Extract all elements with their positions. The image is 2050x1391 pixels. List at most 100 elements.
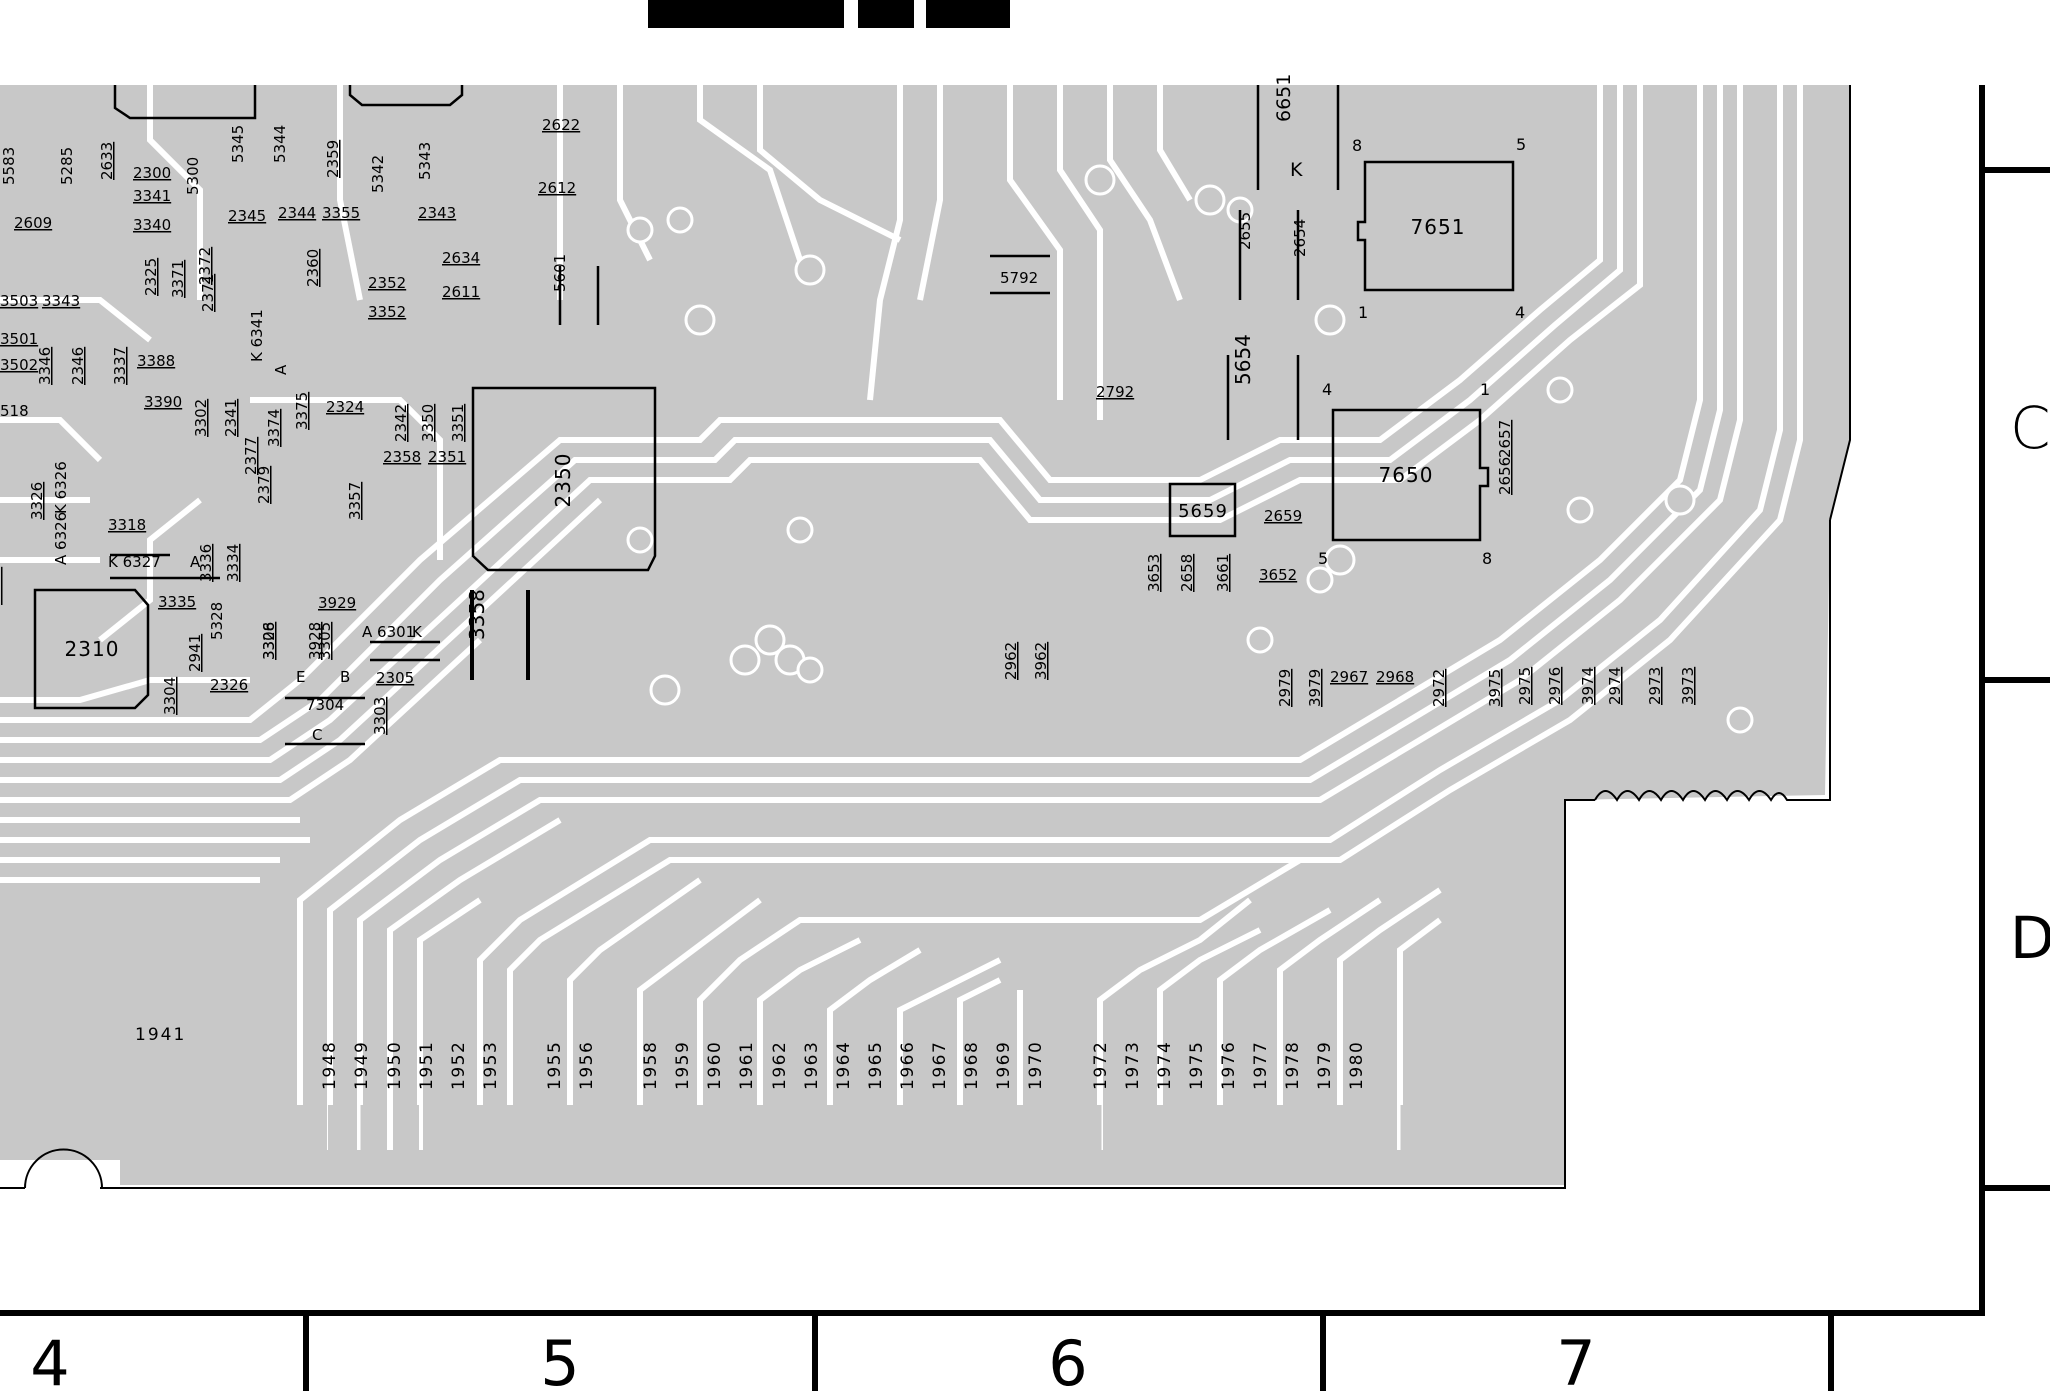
component-label: A 6326 (52, 512, 70, 565)
component-label: 2351 (428, 448, 466, 466)
component-label: 3355 (322, 204, 360, 222)
component-label: 5300 (184, 157, 202, 195)
ic-2310-outline (33, 588, 150, 710)
component-label: 5342 (369, 155, 387, 193)
ic-2350-label: 2350 (551, 453, 575, 508)
connector-pin-label: 1948 (320, 1041, 340, 1090)
component-label: 5343 (416, 142, 434, 180)
component-label: B (340, 668, 350, 686)
component-label: 3302 (192, 399, 210, 437)
connector-pin-label: 1962 (770, 1041, 790, 1090)
component-label: 2343 (418, 204, 456, 222)
ic-2310-label: 2310 (65, 637, 120, 661)
component-label: 3371 (169, 260, 187, 298)
connector-finger (848, 1105, 874, 1180)
connector-finger (133, 1105, 159, 1180)
component-label: 2326 (210, 676, 248, 694)
component-label: 3653 (1145, 554, 1163, 592)
column-label-4: 4 (30, 1327, 69, 1391)
component-label: 3305 (316, 622, 334, 660)
connector-finger (1108, 1105, 1134, 1180)
component-label: 2342 (392, 404, 410, 442)
component-label: 2973 (1646, 667, 1664, 705)
component-label: E (296, 668, 305, 686)
connector-pin-label: 1973 (1123, 1041, 1143, 1090)
component-label: 5345 (229, 125, 247, 163)
component-label: 3326 (28, 482, 46, 520)
ic-7650-pin-1: 1 (1480, 380, 1490, 399)
component-label: 3337 (111, 347, 129, 385)
component-label: 3390 (144, 393, 182, 411)
connector-finger (165, 1105, 192, 1180)
connector-pin-label: 1967 (930, 1041, 950, 1090)
connector-pin-label: 1977 (1251, 1041, 1271, 1090)
component-label: 5344 (271, 125, 289, 163)
connector-pin-label: 1964 (834, 1041, 854, 1090)
component-label: 2654 (1291, 219, 1309, 257)
component-label: 3502 (0, 356, 38, 374)
connector-finger (588, 1105, 614, 1180)
connector-finger (458, 1105, 484, 1180)
component-label: 5792 (1000, 269, 1038, 287)
column-label-7: 7 (1556, 1327, 1595, 1391)
connector-finger (295, 1105, 322, 1180)
ic-2350-outline (471, 386, 657, 572)
component-label: C (312, 726, 322, 744)
connector-finger (490, 1105, 517, 1180)
component-label: 3973 (1679, 667, 1697, 705)
connector-finger (1270, 1105, 1297, 1180)
component-label: 2371 (199, 274, 217, 312)
connector-finger (328, 1105, 354, 1180)
component-label: 2300 (133, 164, 171, 182)
row-label-c: C (2010, 394, 2050, 462)
row-label-d: D (2010, 904, 2050, 972)
board-outline (0, 85, 1851, 1189)
component-label: 3351 (449, 404, 467, 442)
component-label: 3306 (260, 622, 278, 660)
ic-7650-outline (1331, 408, 1490, 542)
component-label: 2305 (376, 669, 414, 687)
column-label-5: 5 (540, 1327, 579, 1391)
connector-pin-label: 1969 (994, 1041, 1014, 1090)
vias (626, 164, 1754, 734)
connector-pin-label: 1951 (417, 1041, 437, 1090)
ic-7651-pin-5: 5 (1516, 135, 1526, 154)
component-label: 518 (0, 402, 29, 420)
connector-pin-label: 1974 (1155, 1041, 1175, 1090)
component-label: 3346 (36, 347, 54, 385)
component-label: A (190, 553, 201, 571)
connector-pin-label: 1949 (352, 1041, 372, 1090)
connector-finger (1303, 1105, 1329, 1180)
ic-outlines (33, 85, 1515, 746)
component-label: 2655 (1236, 212, 1254, 250)
component-label: 2379 (255, 466, 273, 504)
component-label: 2359 (324, 140, 342, 178)
ic-7651-pin-8: 8 (1352, 136, 1362, 155)
connector-finger (555, 1105, 582, 1180)
connector-finger (815, 1105, 842, 1180)
component-label: 3375 (293, 392, 311, 430)
component-label: 3503 (0, 292, 38, 310)
connector-pin-label: 1979 (1315, 1041, 1335, 1090)
component-label: 3343 (42, 292, 80, 310)
component-label: 2659 (1264, 507, 1302, 525)
component-label: 2324 (326, 398, 364, 416)
connector-finger (523, 1105, 549, 1180)
component-label: K (1290, 159, 1303, 181)
component-label: 2358 (383, 448, 421, 466)
component-label: 2941 (186, 634, 204, 672)
component-label: 3303 (371, 697, 389, 735)
component-label: 2975 (1516, 667, 1534, 705)
component-label: A (272, 364, 290, 375)
component-label: 3324 (0, 567, 4, 605)
connector-finger (1335, 1105, 1362, 1180)
connector-ref-1941: 1941 (135, 1025, 186, 1045)
connector-finger (718, 1105, 744, 1180)
component-label: 3388 (137, 352, 175, 370)
connector-finger (425, 1105, 452, 1180)
connector-finger (393, 1105, 419, 1180)
connector-pin-label: 1952 (449, 1041, 469, 1090)
